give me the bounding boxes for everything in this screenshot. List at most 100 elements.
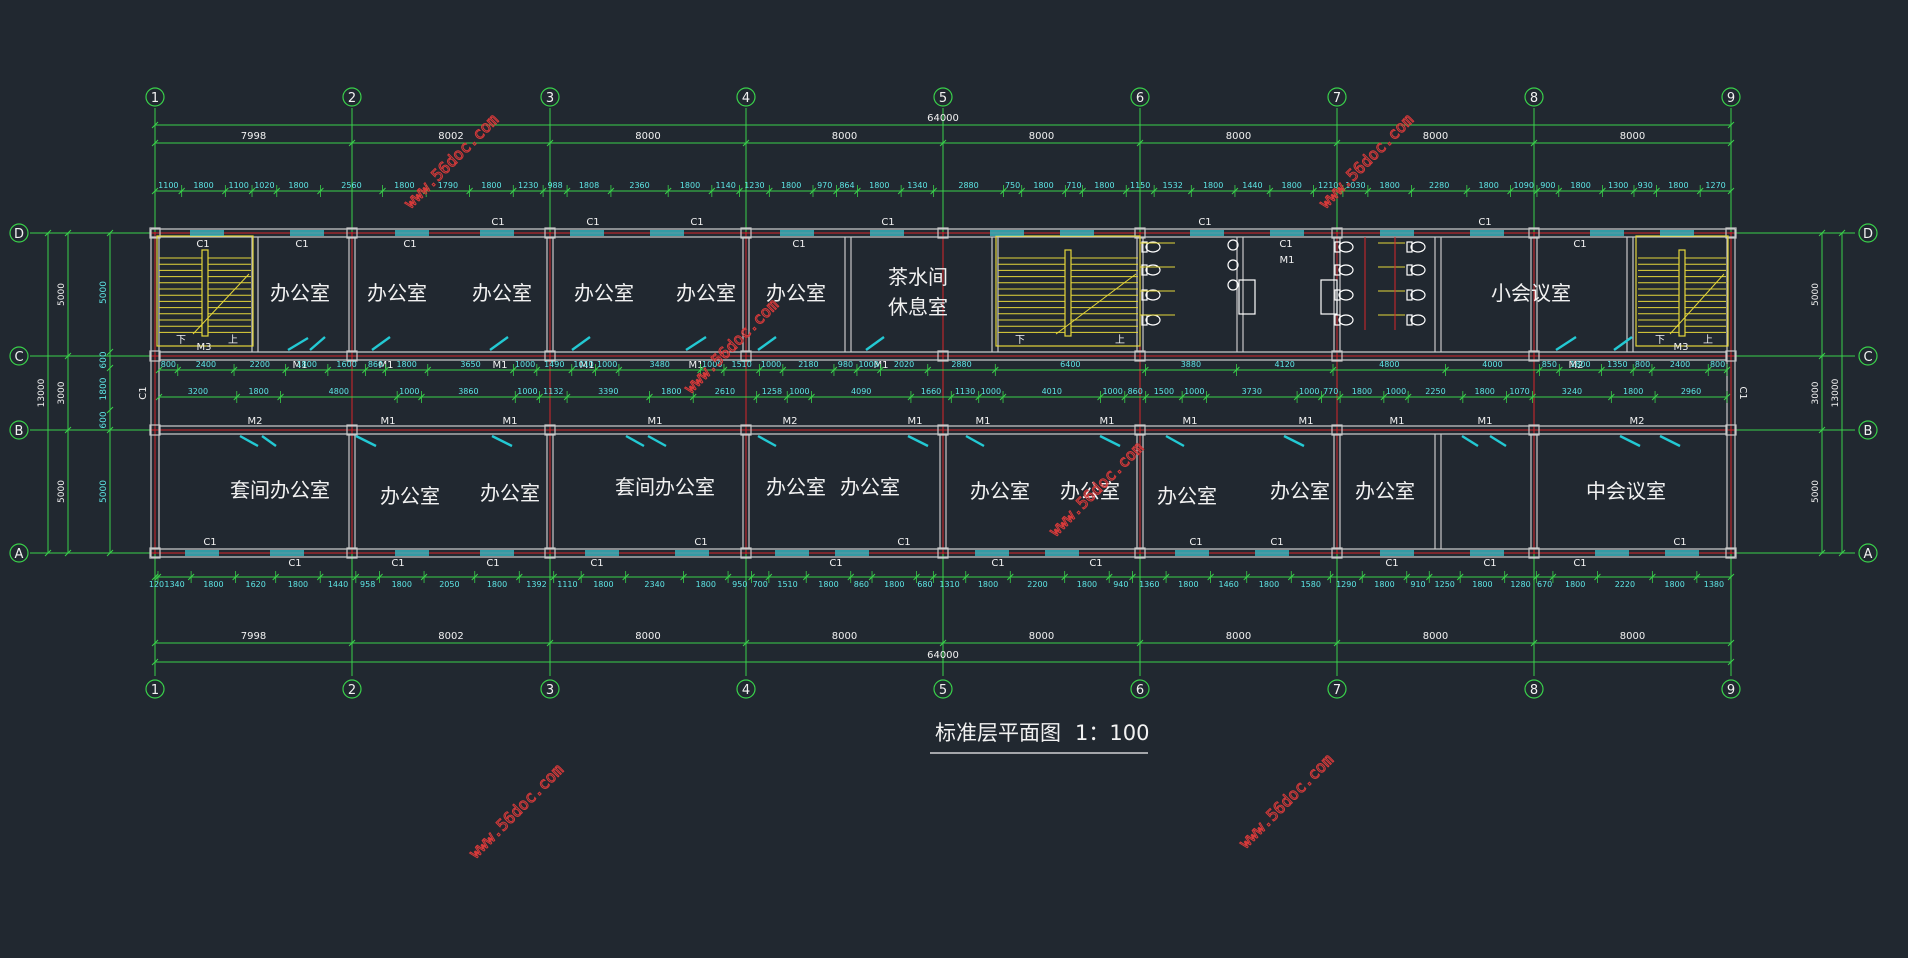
window-top — [1060, 230, 1094, 236]
door-tag: M1 — [1183, 416, 1198, 427]
dim-value: 770 — [1323, 387, 1338, 396]
dim-value: 1800 — [487, 580, 507, 589]
axis-label: 5 — [939, 683, 947, 698]
door-tag: M1 — [908, 416, 923, 427]
dim-value: 1000 — [1299, 387, 1319, 396]
watermark: www.56doc.com — [465, 760, 567, 862]
axis-label: B — [1864, 424, 1873, 439]
dim-bay: 8000 — [1423, 131, 1448, 142]
dim-value: 958 — [360, 580, 375, 589]
window-tag: C1 — [1089, 558, 1102, 569]
dim-tick — [64, 549, 72, 557]
dim-value: 1800 — [1094, 181, 1114, 190]
dim-value: 1258 — [762, 387, 782, 396]
axis-bubble: 6 — [1130, 679, 1150, 699]
dim-value: 1000 — [981, 387, 1001, 396]
dim-value: 2200 — [1027, 580, 1047, 589]
dim-value: 1130 — [955, 387, 975, 396]
dim-value: 1800 — [884, 580, 904, 589]
door-swing — [1283, 434, 1305, 448]
dim-value: 900 — [1540, 181, 1555, 190]
dim-value: 1800 — [696, 580, 716, 589]
axis-circle — [933, 87, 953, 107]
axis-circle — [736, 87, 756, 107]
watermark: www.56doc.com — [680, 295, 782, 397]
axis-label: 4 — [742, 683, 750, 698]
dim-bay: 8000 — [1620, 631, 1645, 642]
door-tag: M1 — [874, 360, 889, 371]
dim-tick — [1333, 639, 1341, 647]
structural-column — [1725, 547, 1737, 559]
dim-value: 1800 — [593, 580, 613, 589]
dim-value: 1440 — [328, 580, 348, 589]
dim-value: 4800 — [1379, 360, 1399, 369]
dim-tick — [106, 406, 114, 414]
dim-tick — [1727, 639, 1735, 647]
dim-vertical: 5000 — [57, 283, 67, 306]
window-bottom — [775, 550, 809, 556]
room-label: 办公室 — [970, 479, 1030, 503]
dim-tick — [106, 348, 114, 356]
dim-value: 1290 — [1336, 580, 1356, 589]
dim-tick — [1530, 139, 1538, 147]
dim-value: 6400 — [1060, 360, 1080, 369]
staircase: 下上 — [156, 235, 254, 347]
sink-counter — [1320, 279, 1338, 315]
dim-value: 1800 — [1259, 580, 1279, 589]
axis-label: 1 — [151, 683, 159, 698]
dim-value: 1580 — [1301, 580, 1321, 589]
dim-vertical: 13000 — [37, 378, 47, 407]
dim-value: 1510 — [731, 360, 751, 369]
axis-circle — [1858, 223, 1878, 243]
door-swing — [1613, 336, 1633, 351]
dim-value: 1340 — [164, 580, 184, 589]
door-tag: M1 — [1390, 416, 1405, 427]
dim-tick — [106, 229, 114, 237]
door-tag: M1 — [976, 416, 991, 427]
structural-column — [544, 350, 556, 362]
dim-bay: 8000 — [1226, 631, 1251, 642]
stair-arrow — [1669, 273, 1725, 335]
dim-value: 2280 — [1429, 181, 1449, 190]
window-top — [290, 230, 324, 236]
dim-value: 1800 — [781, 181, 801, 190]
axis-bubble: 4 — [736, 679, 756, 699]
door-tag: M1 — [503, 416, 518, 427]
dim-tick — [1818, 352, 1826, 360]
dim-vertical: 5000 — [57, 480, 67, 503]
dim-tick — [1838, 549, 1846, 557]
structural-column — [937, 227, 949, 239]
door-tag: M1 — [379, 360, 394, 371]
dim-value: 1800 — [392, 580, 412, 589]
toilet-tank — [1406, 314, 1413, 326]
door-swing — [239, 434, 259, 448]
axis-bubble: 8 — [1524, 679, 1544, 699]
dim-value: 1800 — [1077, 580, 1097, 589]
axis-label: 7 — [1333, 91, 1341, 106]
dim-vertical: 600 — [99, 351, 109, 368]
room-label: 办公室 — [676, 281, 736, 305]
window-tag: C1 — [138, 386, 149, 399]
door-tag: M3 — [197, 342, 212, 353]
window-tag: C1 — [792, 239, 805, 250]
structural-column — [149, 424, 161, 436]
dim-value: 1790 — [438, 181, 458, 190]
urinal — [1227, 239, 1239, 251]
dim-value: 1140 — [715, 181, 735, 190]
dim-tick — [1136, 139, 1144, 147]
dim-value: 1132 — [543, 387, 563, 396]
dim-value: 120 — [149, 580, 164, 589]
dim-value: 750 — [1005, 181, 1020, 190]
dim-value: 1800 — [1380, 181, 1400, 190]
toilet-fixture — [1334, 264, 1354, 276]
axis-bubble: 2 — [342, 87, 362, 107]
axis-bubble: 3 — [540, 679, 560, 699]
dim-value: 950 — [732, 580, 747, 589]
dim-value: 3730 — [1242, 387, 1262, 396]
window-bottom — [480, 550, 514, 556]
structural-column — [1331, 547, 1343, 559]
structural-column — [1528, 227, 1540, 239]
dim-value: 2050 — [439, 580, 459, 589]
door-swing — [1659, 434, 1681, 448]
dim-value: 2610 — [715, 387, 735, 396]
